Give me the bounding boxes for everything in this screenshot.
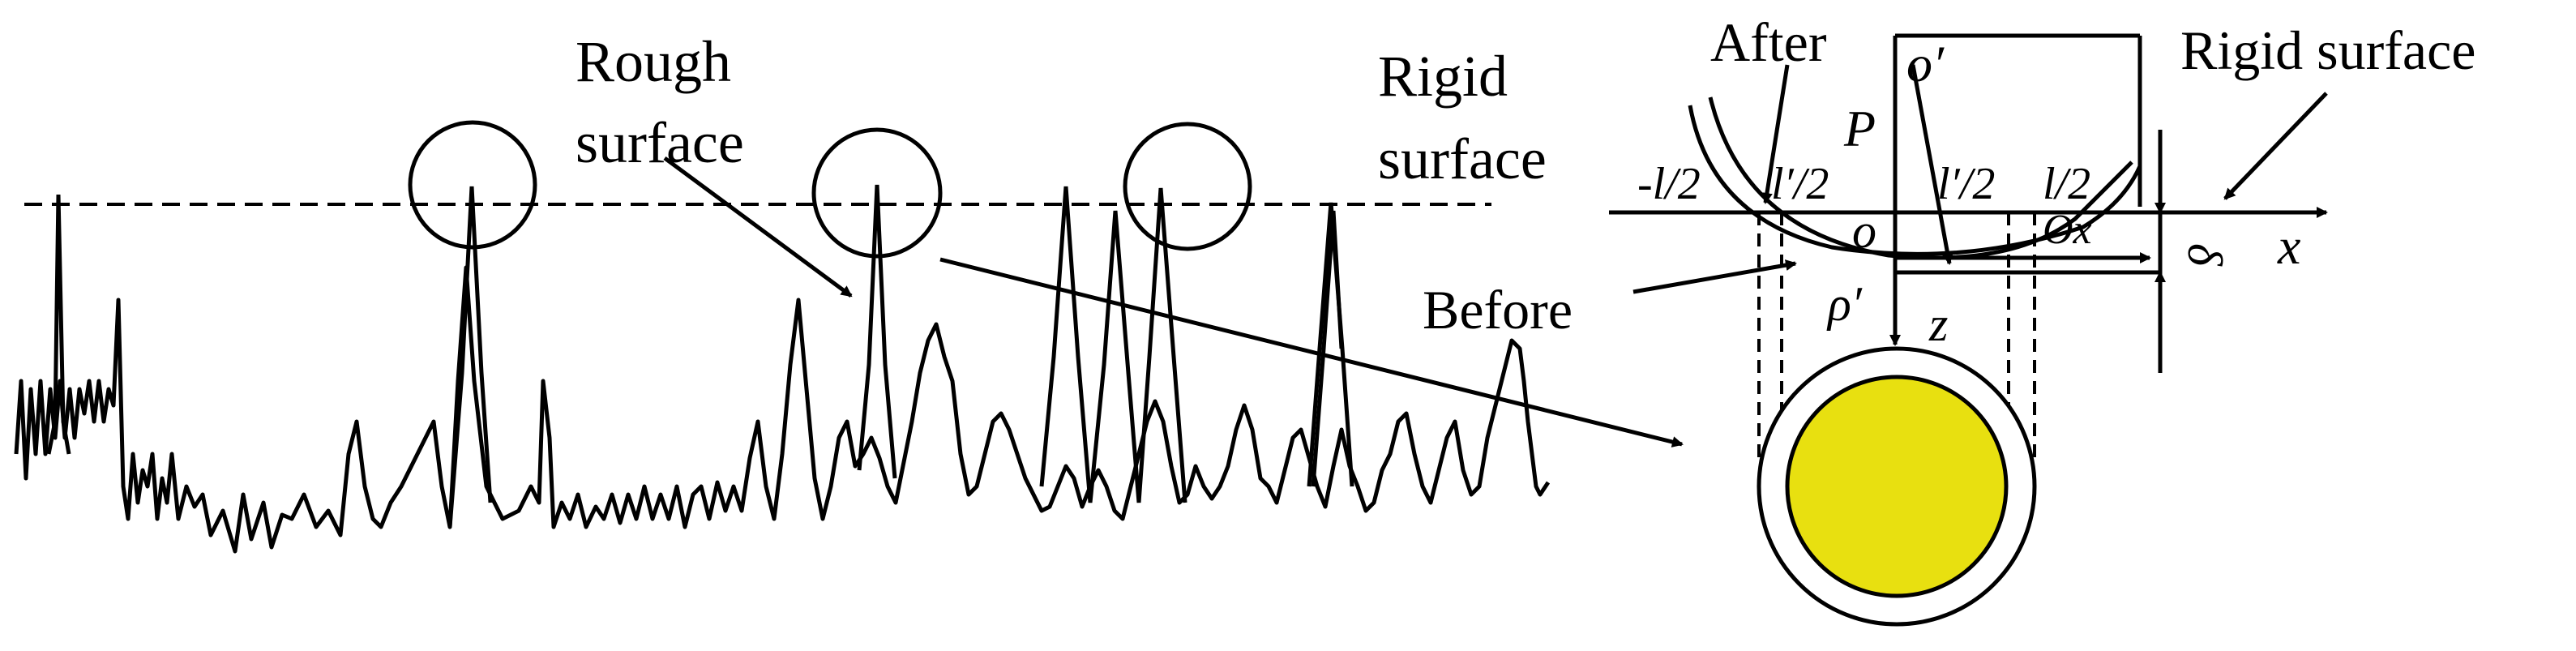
l-prime-half-right-symbol: l′/2: [1937, 159, 1995, 209]
asperity-spike-2: [447, 186, 493, 528]
rough-surface-pointer: [663, 156, 853, 298]
after-deformation-arc: [1688, 105, 2142, 256]
after-pointer: [1761, 64, 1790, 204]
p-symbol: P: [1843, 100, 1876, 157]
contact-detail-panel: After Rigid surface Before o′ P -l/2 l′/…: [1423, 11, 2475, 627]
rigid-surface-right-label: Rigid surface: [2180, 19, 2475, 81]
after-label: After: [1710, 11, 1827, 73]
z-symbol: z: [1928, 298, 1948, 351]
rough-surface-label-1: Rough: [576, 29, 731, 94]
rigid-surface-left-label-1: Rigid: [1378, 44, 1508, 109]
asperity-spike-4: [1039, 186, 1187, 503]
contact-circle-3: [1123, 122, 1252, 251]
asperity-spike-1: [46, 194, 71, 455]
asperity-spike-6: [1311, 210, 1344, 487]
contact-circle-2: [811, 127, 943, 259]
contact-circle-1: [408, 120, 537, 250]
ox-symbol: Ox: [2043, 207, 2092, 253]
before-pointer: [1632, 259, 1797, 294]
radius-line: [1911, 64, 1953, 265]
before-label: Before: [1423, 279, 1573, 340]
before-deformation-arc: [1708, 96, 2133, 260]
l-half-symbol: l/2: [2043, 159, 2090, 209]
rigid-surface-pointer: [2223, 92, 2328, 200]
neg-l-half-symbol: -l/2: [1637, 159, 1701, 209]
contact-area-disc: [1785, 375, 2009, 598]
x-symbol: x: [2277, 217, 2300, 275]
delta-symbol: δ: [2178, 243, 2232, 267]
l-prime-half-left-symbol: l′/2: [1771, 159, 1829, 209]
zoom-arrow: [939, 257, 1684, 448]
asperity-spike-3: [857, 184, 897, 479]
rho-prime-symbol: ρ′: [1826, 277, 1863, 331]
rough-surface-panel: Rough surface Rigid surface: [14, 29, 1684, 554]
o-symbol: o: [1852, 204, 1876, 258]
rigid-surface-left-label-2: surface: [1378, 126, 1547, 191]
o-prime-symbol: o′: [1906, 35, 1945, 92]
rough-surface-profile: [14, 265, 1551, 554]
asperity-spike-5: [1307, 202, 1354, 487]
rough-surface-label-2: surface: [576, 110, 744, 175]
